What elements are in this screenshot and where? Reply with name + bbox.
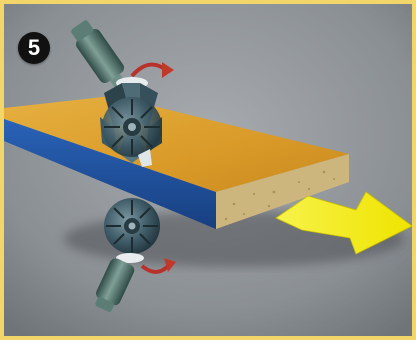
step-number-badge: 5 (18, 32, 50, 64)
machining-scene (4, 4, 412, 336)
